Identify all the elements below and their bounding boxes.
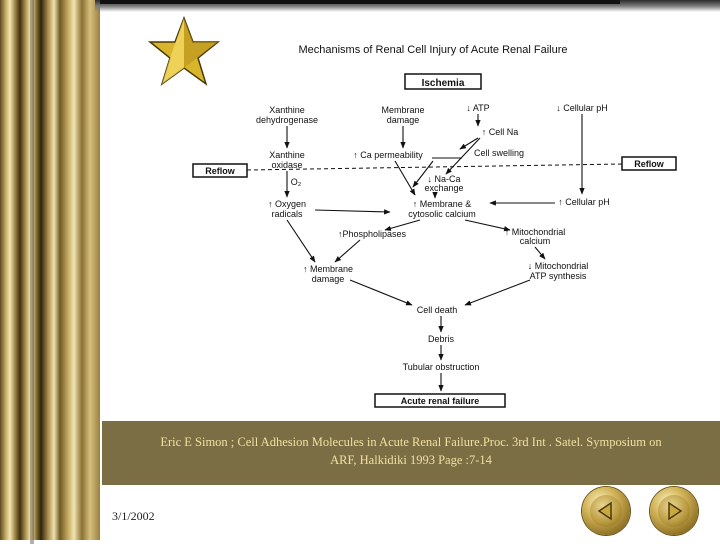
top-edge [100, 0, 620, 4]
node-xanthine-oxidase-2: oxidase [271, 160, 302, 170]
node-xanthine-dehydrogenase: Xanthine [269, 105, 305, 115]
node-reflow-left: Reflow [205, 166, 236, 176]
triangle-right-icon [668, 501, 683, 521]
star-icon [148, 16, 220, 86]
node-reflow-right: Reflow [634, 159, 665, 169]
gold-binding-border [0, 0, 100, 544]
node-cellular-ph-down: ↓ Cellular pH [556, 103, 608, 113]
node-mito-calcium-2: calcium [520, 236, 551, 246]
node-cellular-ph-up: ↑ Cellular pH [558, 197, 610, 207]
binding-rod [30, 0, 34, 544]
previous-slide-button[interactable] [582, 487, 630, 535]
node-membrane-cytosolic-2: cytosolic calcium [408, 209, 476, 219]
node-tubular-obstruction: Tubular obstruction [403, 362, 480, 372]
diagram-title: Mechanisms of Renal Cell Injury of Acute… [298, 44, 567, 56]
node-na-ca-2: exchange [424, 183, 463, 193]
node-xanthine-oxidase: Xanthine [269, 150, 305, 160]
node-na-ca: ↓ Na-Ca [427, 174, 460, 184]
node-phospholipases: ↑Phospholipases [338, 229, 407, 239]
node-membrane-cytosolic: ↑ Membrane & [413, 199, 472, 209]
slide-date: 3/1/2002 [112, 509, 155, 523]
node-oxygen-radicals: ↑ Oxygen [268, 199, 306, 209]
node-acute-renal-failure: Acute renal failure [401, 396, 480, 406]
citation-line-2: ARF, Halkidiki 1993 Page :7-14 [330, 453, 492, 467]
node-oxygen-radicals-2: radicals [271, 209, 303, 219]
citation-banner: Eric E Simon ; Cell Adhesion Molecules i… [102, 421, 720, 485]
citation-line-1: Eric E Simon ; Cell Adhesion Molecules i… [160, 435, 662, 449]
node-cell-death: Cell death [417, 305, 458, 315]
renal-injury-diagram: Mechanisms of Renal Cell Injury of Acute… [192, 44, 677, 408]
next-slide-button[interactable] [650, 487, 698, 535]
node-membrane-damage-2: damage [312, 274, 345, 284]
node-membrane-damage: ↑ Membrane [303, 264, 353, 274]
node-o2: O₂ [291, 177, 302, 187]
node-mito-atp: ↓ Mitochondrial [528, 261, 589, 271]
citation-text: Eric E Simon ; Cell Adhesion Molecules i… [102, 433, 720, 469]
node-membrane-damage-top-2: damage [387, 115, 420, 125]
node-membrane-damage-top: Membrane [381, 105, 424, 115]
node-ca-permeability: ↑ Ca permeability [353, 150, 423, 160]
node-cell-swelling: Cell swelling [474, 148, 524, 158]
triangle-left-icon [597, 501, 612, 521]
node-debris: Debris [428, 334, 455, 344]
node-cell-na: ↑ Cell Na [482, 127, 519, 137]
node-xanthine-dehydrogenase-2: dehydrogenase [256, 115, 318, 125]
node-mito-atp-2: ATP synthesis [530, 271, 587, 281]
node-mito-calcium: ↑ Mitochondrial [505, 227, 566, 237]
node-ischemia: Ischemia [422, 78, 465, 89]
node-atp: ↓ ATP [466, 103, 489, 113]
